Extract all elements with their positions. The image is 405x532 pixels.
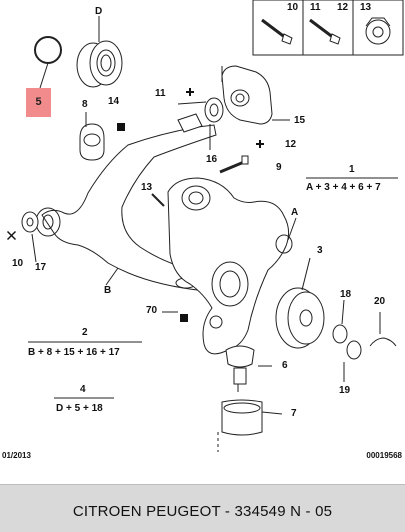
callout-13: 13 — [141, 182, 153, 193]
callout-3: 3 — [317, 245, 323, 256]
plus-mark-12 — [256, 140, 264, 148]
callout-12-top: 12 — [337, 2, 349, 13]
callout-7: 7 — [291, 408, 297, 419]
bolt-9-icon — [219, 155, 249, 174]
callout-8: 8 — [82, 99, 88, 110]
callout-A: A — [291, 207, 299, 218]
date-label: 01/2013 — [2, 451, 31, 460]
callout-10-top: 10 — [287, 2, 299, 13]
hub-nut-icon — [332, 299, 362, 382]
wheel-hub-icon — [275, 257, 325, 349]
callout-70: 70 — [146, 305, 158, 316]
callout-20: 20 — [374, 296, 386, 307]
x-mark-10 — [7, 231, 16, 240]
callout-11: 11 — [155, 88, 166, 99]
callout-19: 19 — [339, 385, 351, 396]
fasteners-box — [252, 0, 404, 56]
callout-6: 6 — [282, 360, 288, 371]
callout-12: 12 — [285, 139, 297, 150]
callout-D: D — [95, 6, 103, 17]
callout-B: B — [104, 285, 112, 296]
callout-14: 14 — [108, 96, 120, 107]
formula-4: D + 5 + 18 — [56, 403, 103, 414]
boot-7-icon — [217, 399, 283, 452]
snap-ring-icon — [34, 36, 62, 89]
callout-16: 16 — [206, 154, 218, 165]
footer-part-info: CITROEN PEUGEOT - 334549 N - 05 — [72, 503, 333, 520]
callout-9: 9 — [276, 162, 282, 173]
highlighted-part-5-box — [26, 88, 51, 117]
callout-17: 17 — [35, 262, 47, 273]
plus-mark-11 — [186, 88, 194, 96]
bolt-11-icon — [309, 18, 341, 45]
bolt-13-icon — [151, 193, 165, 207]
diagram-id-label: 00019568 — [366, 451, 402, 460]
exploded-suspension-diagram — [7, 0, 404, 452]
square-mark-70 — [180, 314, 188, 322]
callout-11-top: 11 — [310, 2, 321, 13]
footer-bar: CITROEN PEUGEOT - 334549 N - 05 — [0, 484, 405, 532]
bush-15-icon — [221, 65, 290, 125]
callout-4: 4 — [80, 384, 86, 395]
ball-joint-icon — [225, 345, 272, 392]
bush-8-icon — [79, 112, 105, 161]
washer-16-icon — [204, 97, 224, 150]
steering-knuckle-icon — [167, 177, 297, 355]
nut-12-icon — [365, 17, 391, 45]
callout-2: 2 — [82, 327, 88, 338]
wheel-bearing-icon — [76, 16, 123, 88]
washer-17-icon — [21, 211, 39, 263]
formula-1: A + 3 + 4 + 6 + 7 — [306, 182, 381, 193]
split-pin-icon — [369, 312, 397, 347]
callout-1: 1 — [349, 164, 355, 175]
square-mark-14 — [117, 123, 125, 131]
bolt-10-icon — [261, 18, 293, 45]
callout-18: 18 — [340, 289, 352, 300]
callout-15: 15 — [294, 115, 306, 126]
callout-5: 5 — [35, 96, 42, 108]
callout-10: 10 — [12, 258, 24, 269]
callout-13-top: 13 — [360, 2, 372, 13]
formula-2: B + 8 + 15 + 16 + 17 — [28, 347, 120, 358]
